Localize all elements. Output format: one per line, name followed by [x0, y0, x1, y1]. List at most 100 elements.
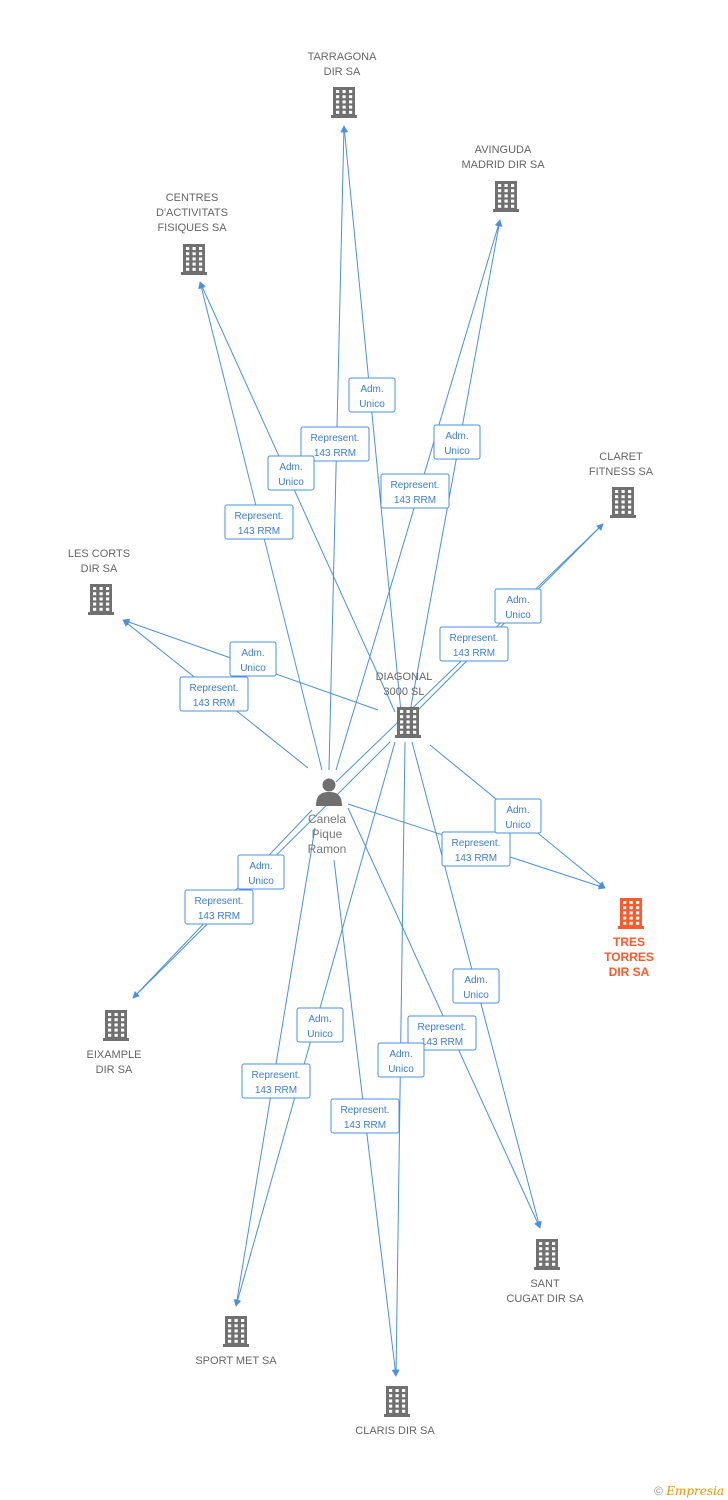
edge-label-canela-to-avinguda[interactable]: Represent. 143 RRM: [380, 473, 450, 509]
edge-label-canela-to-eixample[interactable]: Represent.143 RRM: [184, 889, 254, 925]
company-label: D'ACTIVITATS: [156, 207, 228, 219]
company-node-claret[interactable]: CLARET FITNESS SA: [589, 451, 654, 518]
company-label: SANT: [530, 1278, 560, 1290]
edge-diagonal-to-tarragona: [341, 125, 402, 713]
brand-name: Empresia: [666, 1484, 724, 1498]
company-label: AVINGUDA: [475, 144, 532, 156]
building-icon: [103, 1010, 129, 1041]
footer-brand[interactable]: © Empresia: [654, 1484, 724, 1498]
edge-label-diagonal-to-avinguda[interactable]: Adm.Unico: [433, 424, 481, 460]
edge-label-diagonal-to-lescorts[interactable]: Adm. Unico: [229, 641, 277, 677]
edge-label-canela-to-trestorres[interactable]: Represent. 143 RRM: [441, 831, 511, 867]
edge-label-text: Unico: [505, 820, 531, 831]
building-icon: [610, 487, 636, 518]
building-icon: [395, 707, 421, 738]
edge-label-text: Represent.: [190, 683, 239, 694]
edge-label-text: Represent.: [235, 511, 284, 522]
edge-label-diagonal-to-claris[interactable]: Adm. Unico: [377, 1042, 425, 1078]
person-label: Canela: [308, 812, 346, 826]
edge-label-text: 143 RRM: [394, 495, 436, 506]
edge-label-canela-to-claris[interactable]: Represent. 143 RRM: [330, 1098, 400, 1134]
company-label: CENTRES: [166, 192, 219, 204]
edge-label-text: Unico: [240, 663, 266, 674]
edge-label-diagonal-to-tarragona[interactable]: Adm. Unico: [348, 377, 396, 413]
building-icon: [223, 1316, 249, 1347]
edge-label-text: Unico: [463, 990, 489, 1001]
company-label: EIXAMPLE: [86, 1049, 141, 1061]
edge-label-diagonal-to-trestorres[interactable]: Adm. Unico: [494, 798, 542, 834]
company-label: TORRES: [604, 950, 654, 964]
edge-label-text: Unico: [307, 1029, 333, 1040]
edge-label-text: 143 RRM: [193, 698, 235, 709]
edge-label-canela-to-santcugat[interactable]: Represent. 143 RRM: [407, 1015, 477, 1051]
edge-label-text: Unico: [248, 876, 274, 887]
edge-label-text: Represent.: [450, 633, 499, 644]
edge-label-canela-to-tarragona[interactable]: Represent. 143 RRM: [300, 426, 370, 462]
edge-label-text: Adm.: [389, 1049, 412, 1060]
company-label: CLARET: [599, 451, 643, 463]
company-label: FISIQUES SA: [157, 222, 227, 234]
building-icon: [534, 1239, 560, 1270]
edge-label-canela-to-centres[interactable]: Represent. 143 RRM: [224, 504, 294, 540]
edge-label-text: Adm.: [360, 384, 383, 395]
company-node-sportmet[interactable]: SPORT MET SA: [195, 1316, 277, 1367]
person-icon: [316, 778, 342, 806]
edge-label-text: 143 RRM: [314, 448, 356, 459]
company-label: DIR SA: [324, 66, 361, 78]
edge-label-text: Unico: [359, 399, 385, 410]
company-node-centres[interactable]: CENTRES D'ACTIVITATS FISIQUES SA: [156, 192, 228, 275]
edge-label-diagonal-to-centres[interactable]: Adm.Unico: [267, 455, 315, 491]
company-label: DIAGONAL: [376, 671, 433, 683]
building-icon: [331, 87, 357, 118]
company-label: SPORT MET SA: [195, 1355, 277, 1367]
company-node-avinguda[interactable]: AVINGUDA MADRID DIR SA: [461, 144, 545, 212]
company-label: MADRID DIR SA: [461, 159, 545, 171]
company-node-claris[interactable]: CLARIS DIR SA: [355, 1386, 435, 1437]
building-icon: [181, 244, 207, 275]
edge-label-text: Adm.: [241, 648, 264, 659]
company-label: DIR SA: [81, 563, 118, 575]
edge-label-text: 143 RRM: [421, 1037, 463, 1048]
edge-label-text: Adm.: [506, 805, 529, 816]
edge-diagonal-to-avinguda: [409, 219, 503, 713]
edge-label-text: Adm.: [308, 1014, 331, 1025]
edge-label-diagonal-to-santcugat[interactable]: Adm. Unico: [452, 968, 500, 1004]
edge-label-text: Adm.: [506, 595, 529, 606]
edge-label-text: Represent.: [391, 480, 440, 491]
company-label: DIR SA: [609, 965, 650, 979]
edge-label-text: Represent.: [452, 838, 501, 849]
edge-label-text: 143 RRM: [455, 853, 497, 864]
edge-label-text: Represent.: [418, 1022, 467, 1033]
edge-label-canela-to-claret[interactable]: Represent. 143 RRM: [439, 626, 509, 662]
company-label: TARRAGONA: [308, 51, 378, 63]
edge-label-text: Represent.: [341, 1105, 390, 1116]
edge-label-diagonal-to-eixample[interactable]: Adm. Unico: [237, 854, 285, 890]
edge-label-text: Adm.: [249, 861, 272, 872]
edge-label-text: Unico: [388, 1064, 414, 1075]
person-label: Ramon: [308, 842, 347, 856]
edge-label-canela-to-sportmet[interactable]: Represent.143 RRM: [241, 1063, 311, 1099]
company-label: CUGAT DIR SA: [506, 1293, 584, 1305]
edge-label-text: Unico: [444, 446, 470, 457]
edge-label-canela-to-lescorts[interactable]: Represent. 143 RRM: [179, 676, 249, 712]
edge-label-text: 143 RRM: [344, 1120, 386, 1131]
edge-label-text: Adm.: [279, 462, 302, 473]
edge-label-text: Adm.: [464, 975, 487, 986]
company-node-santcugat[interactable]: SANT CUGAT DIR SA: [506, 1239, 584, 1305]
edge-label-diagonal-to-claret[interactable]: Adm. Unico: [494, 588, 542, 624]
edge-label-text: Unico: [505, 610, 531, 621]
company-node-tarragona[interactable]: TARRAGONA DIR SA: [308, 51, 378, 118]
edge-label-text: 143 RRM: [238, 526, 280, 537]
company-label: FITNESS SA: [589, 466, 654, 478]
edge-label-text: 143 RRM: [453, 648, 495, 659]
edge-label-diagonal-to-sportmet[interactable]: Adm. Unico: [296, 1007, 344, 1043]
copyright-symbol: ©: [654, 1484, 663, 1498]
nodes-layer: TARRAGONA DIR SA AVINGUDA MADRID DIR SA CENT…: [68, 51, 654, 1437]
edge-diagonal-to-centres: [199, 281, 396, 713]
edge-label-text: Represent.: [311, 433, 360, 444]
